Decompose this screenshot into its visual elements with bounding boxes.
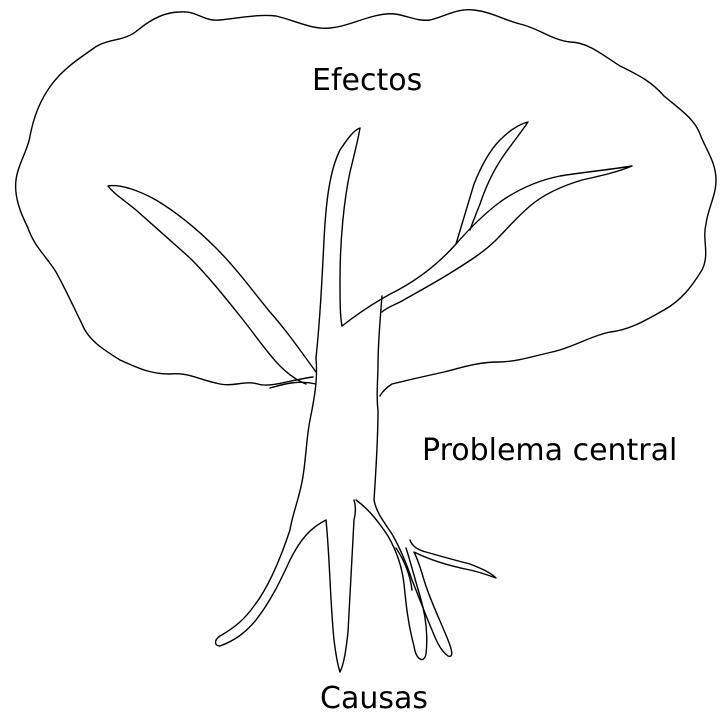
effects-label: Efectos bbox=[312, 66, 422, 96]
trunk-left-edge bbox=[216, 358, 356, 672]
branch-left bbox=[108, 186, 316, 384]
root-middle bbox=[356, 500, 427, 660]
branch-right-lower bbox=[342, 166, 632, 326]
central-problem-label: Problema central bbox=[422, 436, 677, 466]
causes-label: Causas bbox=[320, 684, 428, 714]
branch-right-upper bbox=[456, 122, 528, 244]
branch-center bbox=[316, 128, 360, 358]
canopy-trunk-joint-left bbox=[270, 382, 316, 388]
trunk-right-edge bbox=[374, 296, 496, 656]
